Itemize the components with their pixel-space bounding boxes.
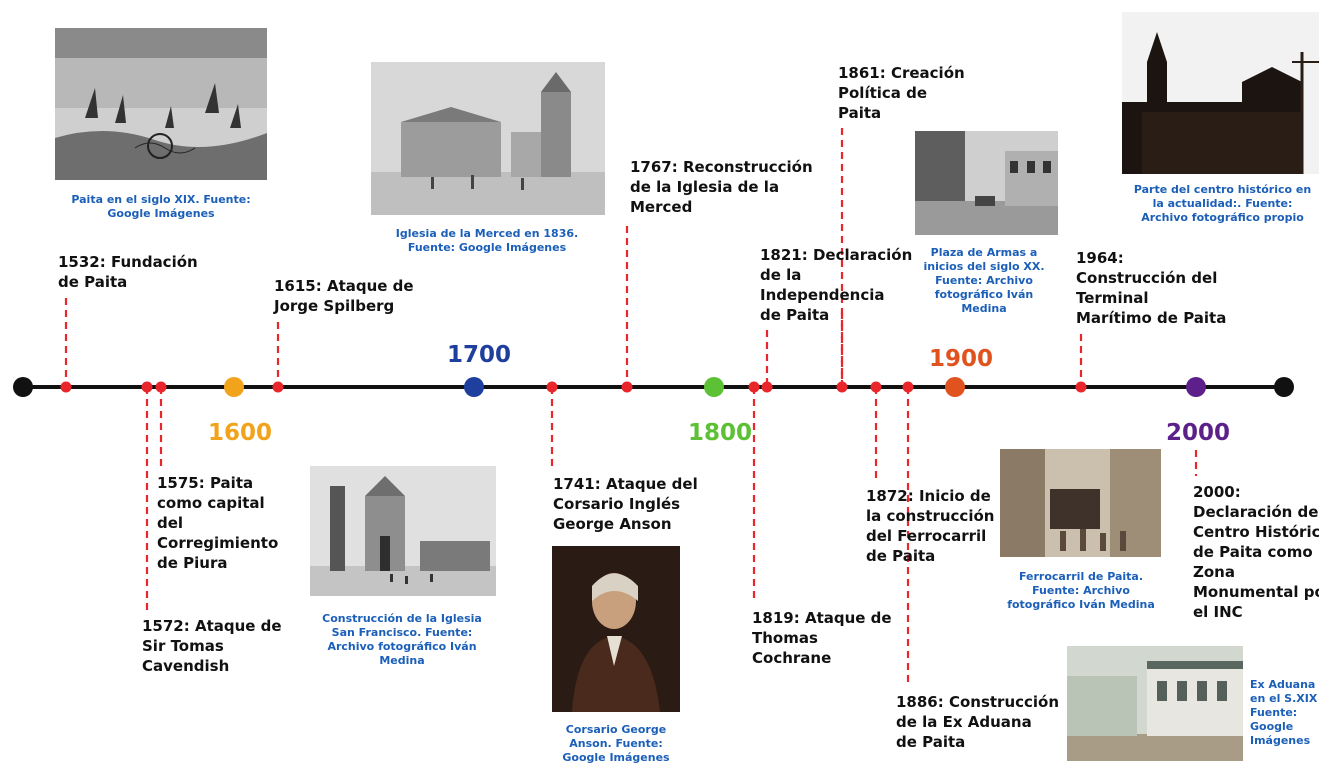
photo-aduana: [1067, 646, 1243, 761]
photo-paita-xix: [55, 28, 267, 180]
year-label-1900: 1900: [929, 346, 994, 372]
century-dot-1700: [464, 377, 484, 397]
photo-centro: [1122, 12, 1319, 174]
year-label-2000: 2000: [1166, 420, 1231, 446]
dot-1615: [272, 381, 284, 393]
century-dot-1900: [945, 377, 965, 397]
year-label-1600: 1600: [208, 420, 273, 446]
dot-1575: [155, 381, 167, 393]
photo-anson: [552, 546, 680, 712]
caption-merced: Iglesia de la Merced en 1836.Fuente: Goo…: [395, 227, 579, 254]
dot-1819: [748, 381, 760, 393]
dot-1821: [761, 381, 773, 393]
century-dot-1800: [704, 377, 724, 397]
photo-plaza: [915, 131, 1058, 235]
dot-1741: [546, 381, 558, 393]
year-label-1800: 1800: [688, 420, 753, 446]
photo-ferrocarril: [1000, 449, 1161, 557]
dot-1964: [1075, 381, 1087, 393]
photo-sanfrancisco: [310, 466, 496, 596]
timeline-end-dot: [1274, 377, 1294, 397]
century-dot-1600: [224, 377, 244, 397]
dot-1861: [836, 381, 848, 393]
caption-paita-xix: Paita en el siglo XIX. Fuente:Google Imá…: [71, 193, 251, 220]
year-label-1700: 1700: [447, 342, 512, 368]
timeline-start-dot: [13, 377, 33, 397]
dot-1572: [141, 381, 153, 393]
dot-1872: [870, 381, 882, 393]
century-dot-2000: [1186, 377, 1206, 397]
photo-merced: [371, 62, 605, 215]
dot-1886: [902, 381, 914, 393]
dot-1767: [621, 381, 633, 393]
dot-1532: [60, 381, 72, 393]
